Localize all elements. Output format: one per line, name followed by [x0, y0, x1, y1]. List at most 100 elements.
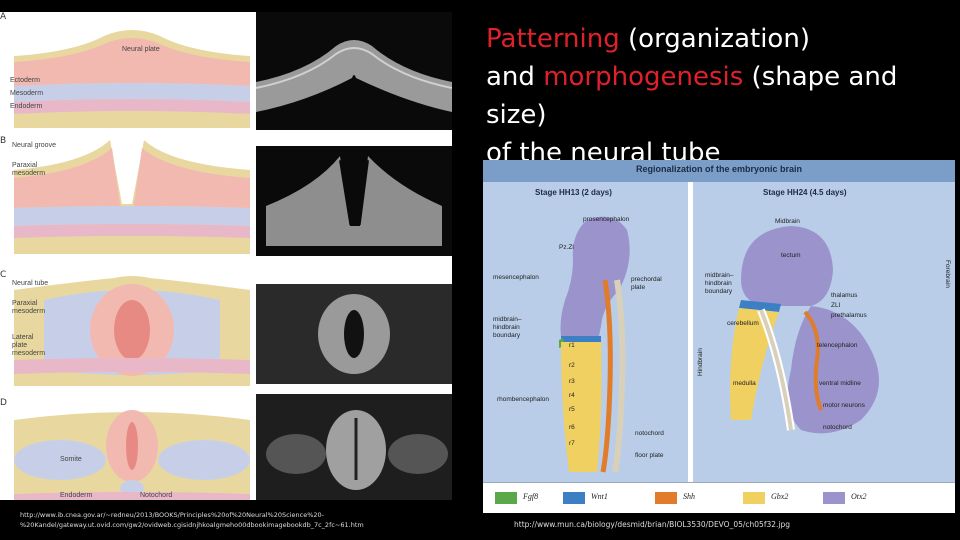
stage-c: C Neural tube Paraxial mesoderm Lateral …	[0, 260, 452, 386]
legend-label-otx2: Otx2	[851, 492, 867, 501]
legend-item-shh: Shh	[655, 491, 725, 505]
prechordal-plate-label-1: prechordal	[631, 276, 662, 283]
legend-swatch-gbx2	[743, 492, 765, 504]
stage-hh24-heading: Stage HH24 (4.5 days)	[763, 188, 847, 197]
legend-swatch-fgf8	[495, 492, 517, 504]
gene-color-legend: Fgf8 Wnt1 Shh Gbx2 Otx2	[483, 482, 955, 513]
stage-d-diagram	[14, 410, 250, 500]
legend-swatch-shh	[655, 492, 677, 504]
cerebellum-label: cerebellum	[727, 320, 759, 327]
neural-tube-formation-figure: A Neural plate Ectoderm Mesoderm Endoder…	[0, 12, 453, 500]
tectum-label: tectum	[781, 252, 801, 259]
mhb-right-label-2: hindbrain	[705, 280, 732, 287]
somite-label: Somite	[60, 456, 82, 463]
title-line-2: and morphogenesis (shape and size)	[486, 58, 956, 134]
notochord-label: Notochord	[140, 492, 173, 499]
figure-header-title: Regionalization of the embryonic brain	[635, 164, 803, 174]
thalamus-label: thalamus	[831, 292, 858, 299]
legend-label-gbx2: Gbx2	[771, 492, 789, 501]
stage-a-sem-photo	[255, 12, 453, 130]
ventral-midline-label: ventral midline	[819, 380, 861, 387]
right-source-url[interactable]: http://www.mun.ca/biology/desmid/brian/B…	[514, 520, 790, 529]
legend-item-fgf8: Fgf8	[495, 491, 565, 505]
hindbrain-axis-label: Hindbrain	[697, 348, 704, 376]
title-organization: (organization)	[619, 24, 810, 54]
mesoderm-label: Mesoderm	[10, 90, 44, 97]
floor-plate-label: floor plate	[635, 452, 664, 459]
left-source-url[interactable]: http://www.ib.cnea.gov.ar/~redneu/2013/B…	[20, 510, 440, 530]
paraxial-mesoderm-label-2: mesoderm	[12, 170, 46, 177]
stage-letter-a: A	[0, 12, 7, 22]
mhb-left-label-3: boundary	[493, 332, 521, 339]
lateral-plate-label-2: plate	[12, 342, 28, 349]
legend-label-shh: Shh	[683, 492, 695, 501]
title-line-1: Patterning (organization)	[486, 20, 956, 58]
legend-label-fgf8: Fgf8	[523, 492, 539, 501]
r1-label: r1	[569, 342, 575, 349]
pz-zl-label: Pz.Zl	[559, 244, 574, 251]
hh13-embryo-drawing	[559, 216, 630, 473]
mhb-right-label-1: midbrain–	[705, 272, 734, 279]
stage-b-sem-photo	[256, 146, 452, 256]
stage-d-sem-photo	[256, 394, 452, 500]
paraxial-mesoderm-label-1: Paraxial	[12, 162, 38, 169]
r5-label: r5	[569, 406, 575, 413]
telencephalon-label: telencephalon	[817, 342, 858, 349]
stage-d: D Somite Endoderm Notochord	[0, 390, 452, 500]
title-morphogenesis: morphogenesis	[543, 62, 744, 92]
stage-a-diagram	[14, 30, 250, 128]
left-url-line2[interactable]: %20Kandel/gateway.ut.ovid.com/gw2/ovidwe…	[20, 521, 364, 529]
mhb-left-label-1: midbrain–	[493, 316, 522, 323]
legend-swatch-wnt1	[563, 492, 585, 504]
hh24-embryo-drawing	[730, 226, 879, 434]
legend-label-wnt1: Wnt1	[591, 492, 608, 501]
zli-label: ZLI	[831, 302, 841, 309]
stage-hh13-heading: Stage HH13 (2 days)	[535, 188, 612, 197]
title-and: and	[486, 62, 544, 92]
prechordal-plate-label-2: plate	[631, 284, 646, 291]
medulla-label: medulla	[733, 380, 756, 387]
motor-neurons-label: motor neurons	[823, 402, 865, 409]
left-url-line1[interactable]: http://www.ib.cnea.gov.ar/~redneu/2013/B…	[20, 511, 324, 519]
ectoderm-label: Ectoderm	[10, 77, 40, 84]
neural-plate-label: Neural plate	[122, 46, 160, 53]
prethalamus-label: prethalamus	[831, 312, 867, 319]
r7-label: r7	[569, 440, 575, 447]
notochord-left-label: notochord	[635, 430, 664, 437]
stage-b-diagram	[14, 140, 250, 254]
neural-tube-label: Neural tube	[12, 280, 49, 287]
notochord-right-label: notochord	[823, 424, 852, 431]
stage-letter-c: C	[0, 270, 7, 280]
mhb-left-label-2: hindbrain	[493, 324, 520, 331]
legend-item-otx2: Otx2	[823, 491, 893, 505]
stage-b: B Neural groove Paraxial mesoderm	[0, 134, 452, 256]
stage-a: A Neural plate Ectoderm Mesoderm Endoder…	[0, 12, 453, 130]
stage-letter-d: D	[0, 398, 7, 408]
title-shape-size: (shape and size)	[486, 62, 898, 130]
stage-letter-b: B	[0, 136, 7, 146]
title-patterning: Patterning	[486, 24, 620, 54]
neural-groove-label: Neural groove	[12, 142, 56, 149]
midbrain-label: Midbrain	[775, 218, 800, 225]
paraxial-mesoderm-c-label-1: Paraxial	[12, 300, 38, 307]
paraxial-mesoderm-c-label-2: mesoderm	[12, 308, 46, 315]
r4-label: r4	[569, 392, 575, 399]
endoderm-d-label: Endoderm	[60, 492, 93, 499]
rhombencephalon-label: rhombencephalon	[497, 396, 550, 403]
r3-label: r3	[569, 378, 575, 385]
forebrain-axis-label: Forebrain	[944, 260, 951, 288]
r2-label: r2	[569, 362, 575, 369]
lateral-plate-label-3: mesoderm	[12, 350, 46, 357]
mhb-right-label-3: boundary	[705, 288, 733, 295]
stage-c-diagram	[14, 276, 250, 386]
r6-label: r6	[569, 424, 575, 431]
endoderm-label: Endoderm	[10, 103, 43, 110]
legend-swatch-otx2	[823, 492, 845, 504]
prosencephalon-label: prosencephalon	[583, 216, 630, 223]
stage-c-sem-photo	[256, 284, 452, 384]
legend-item-wnt1: Wnt1	[563, 491, 633, 505]
brain-regionalization-figure: Regionalization of the embryonic brain S…	[483, 160, 955, 513]
slide-title: Patterning (organization) and morphogene…	[486, 20, 956, 172]
mesencephalon-label: mesencephalon	[493, 274, 539, 281]
legend-item-gbx2: Gbx2	[743, 491, 813, 505]
